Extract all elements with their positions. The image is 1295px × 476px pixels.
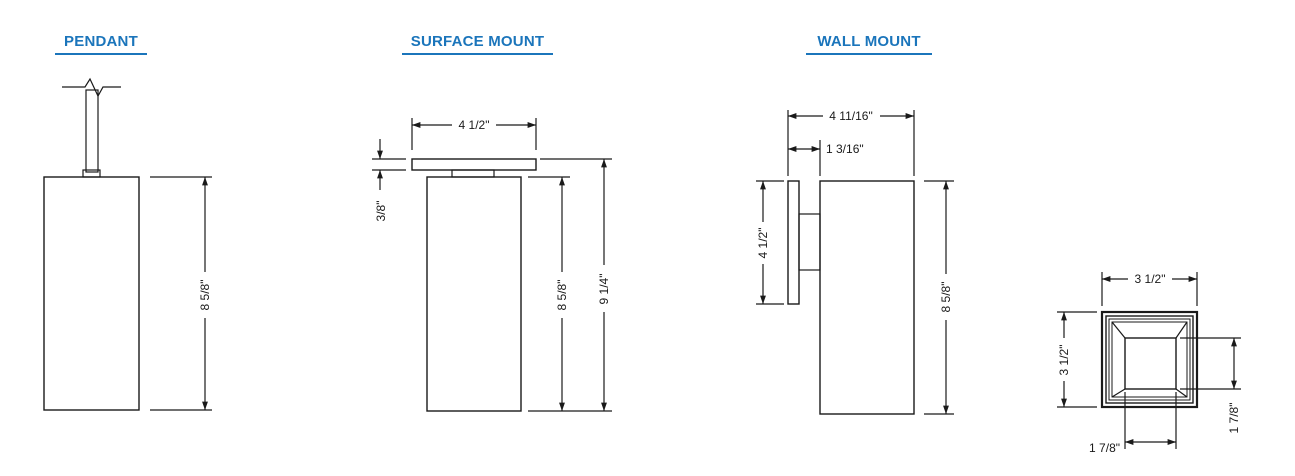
top-view-inner-width-label: 1 7/8" — [1089, 441, 1120, 455]
surface-canopy — [411, 158, 537, 171]
wall-overall-width-label: 4 11/16" — [829, 109, 872, 123]
surface-mount-drawing: 4 1/2" 3/8" 8 5/8" 9 1/4" — [372, 118, 612, 412]
ceiling-break-line — [62, 77, 121, 98]
wall-fixture-body — [819, 180, 915, 415]
wall-offset-label: 1 3/16" — [826, 142, 864, 156]
top-view-drawing: 3 1/2" 3 1/2" 1 7/8" 1 7/8" — [1057, 272, 1241, 455]
pendant-height-label: 8 5/8" — [198, 280, 212, 311]
surface-total-height-label: 9 1/4" — [597, 274, 611, 305]
pendant-drawing: 8 5/8" — [43, 77, 212, 411]
wall-arm — [798, 213, 821, 271]
surface-fixture-body — [426, 176, 522, 412]
top-view-height-label: 3 1/2" — [1057, 345, 1071, 376]
pendant-stem — [85, 89, 99, 173]
surface-body-height-label: 8 5/8" — [555, 280, 569, 311]
wall-plate — [787, 180, 800, 305]
surface-mount-bracket — [451, 169, 495, 178]
pendant-fixture-body — [43, 176, 140, 411]
wall-body-height-label: 8 5/8" — [939, 282, 953, 313]
surface-width-label: 4 1/2" — [459, 118, 490, 132]
top-view-width-label: 3 1/2" — [1135, 272, 1166, 286]
pendant-title: PENDANT — [55, 33, 147, 55]
wall-mount-title: WALL MOUNT — [806, 33, 932, 55]
wall-plate-height-label: 4 1/2" — [756, 228, 770, 259]
top-view-inner-aperture — [1124, 337, 1177, 390]
top-view-outer-frame — [1100, 310, 1199, 409]
surface-canopy-label: 3/8" — [374, 201, 388, 222]
top-view-inner-height-label: 1 7/8" — [1227, 403, 1241, 434]
surface-mount-title: SURFACE MOUNT — [402, 33, 553, 55]
wall-mount-drawing: 4 11/16" 1 3/16" 4 1/2" 8 5/8" — [756, 109, 954, 415]
